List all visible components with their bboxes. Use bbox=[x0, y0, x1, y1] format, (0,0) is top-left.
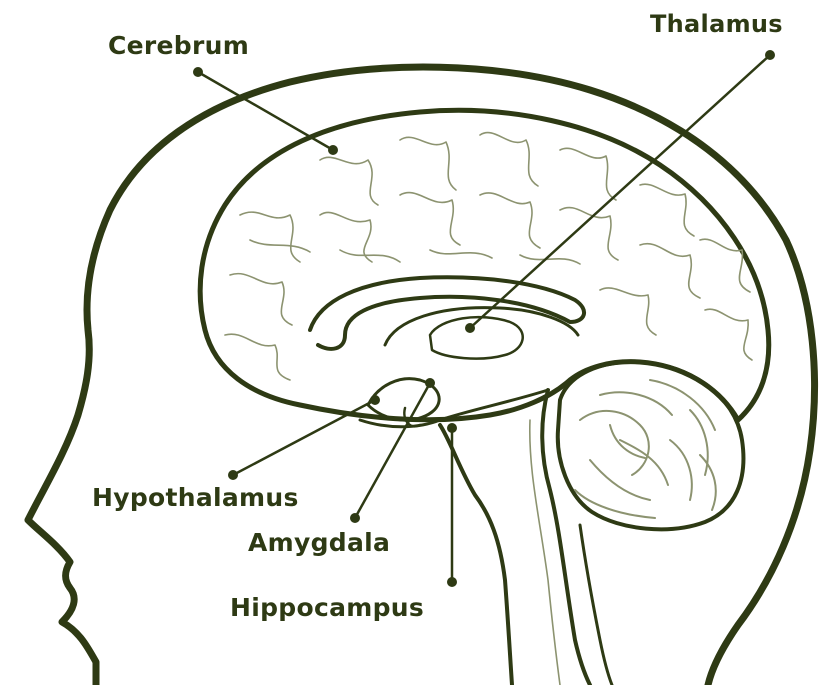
corpus-callosum bbox=[310, 277, 584, 349]
amygdala-label: Amygdala bbox=[248, 529, 390, 557]
thalamus-label: Thalamus bbox=[650, 10, 783, 38]
hippocampus-dot-label bbox=[447, 577, 457, 587]
cerebrum-dot-target bbox=[328, 145, 338, 155]
thalamus-dot-label bbox=[765, 50, 775, 60]
hippocampus-dot-target bbox=[447, 423, 457, 433]
amygdala-dot-target bbox=[425, 378, 435, 388]
thalamus-leader bbox=[470, 55, 770, 328]
spinal-cord-front bbox=[580, 525, 612, 685]
cerebrum-folds bbox=[225, 133, 752, 380]
cerebrum-label: Cerebrum bbox=[108, 32, 249, 60]
hypothalamus-dot-label bbox=[228, 470, 238, 480]
hypothalamus-leader bbox=[233, 400, 375, 475]
hypothalamus-label: Hypothalamus bbox=[92, 484, 299, 512]
hypothalamus-dot-target bbox=[370, 395, 380, 405]
cerebellum-outline bbox=[558, 362, 744, 529]
thalamus-dot-target bbox=[465, 323, 475, 333]
cerebrum-dot-label bbox=[193, 67, 203, 77]
hippocampus-label: Hippocampus bbox=[230, 594, 424, 622]
cerebellum-folds bbox=[575, 380, 716, 518]
amygdala-dot-label bbox=[350, 513, 360, 523]
